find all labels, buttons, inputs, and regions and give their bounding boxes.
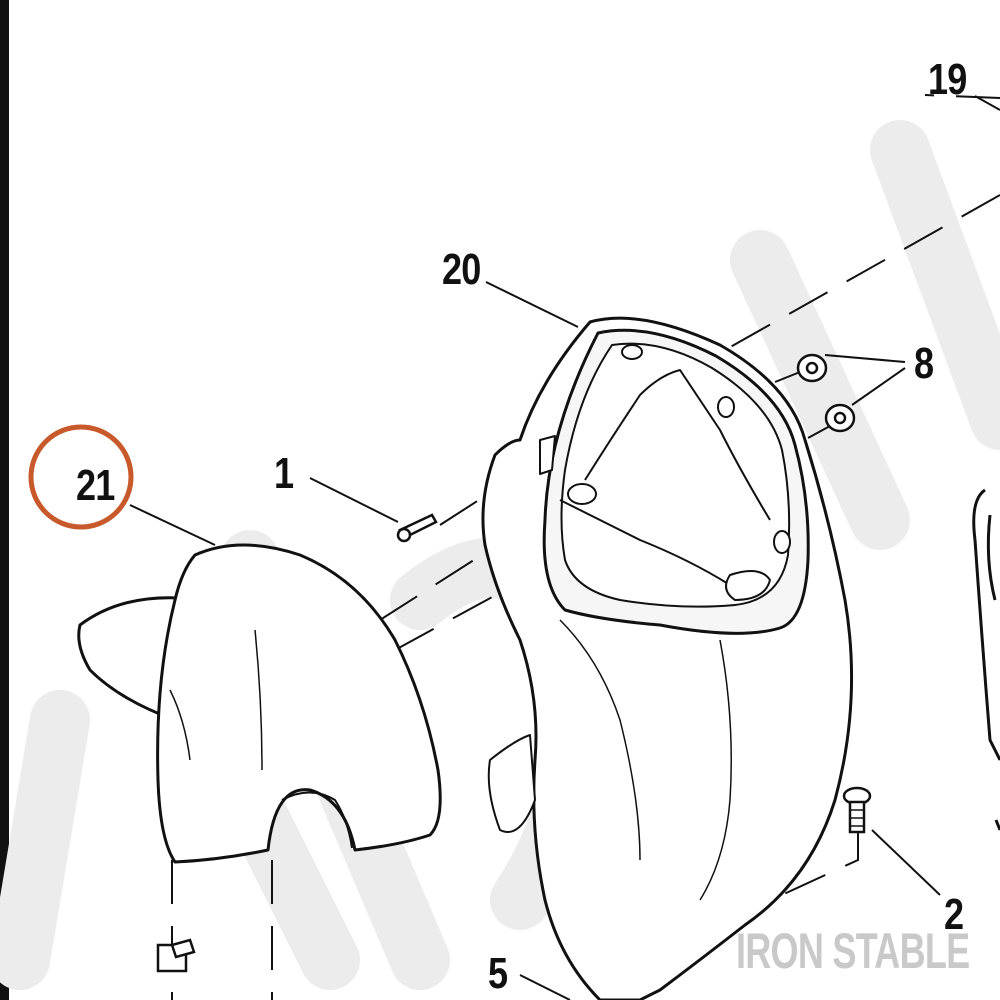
- callout-8: 8: [914, 339, 934, 388]
- callout-19: 19: [928, 55, 967, 104]
- part-21-cover: [77, 543, 442, 864]
- leader-lines: [129, 95, 1000, 1000]
- part-19-edge: [972, 488, 1000, 831]
- callout-21: 21: [76, 461, 115, 510]
- callout-1: 1: [274, 449, 294, 498]
- clip-fastener: [156, 938, 196, 973]
- highlight-circle: [28, 424, 134, 530]
- part-8-nuts: [796, 353, 856, 433]
- part-2-bolt: [842, 786, 872, 834]
- part-20-fairing: [481, 316, 854, 1000]
- brand-watermark: IRON STABLE: [736, 923, 970, 979]
- left-border: [0, 0, 9, 1000]
- callout-5: 5: [488, 949, 508, 998]
- callout-2: 2: [944, 890, 964, 939]
- callout-20: 20: [442, 245, 481, 294]
- part-1-screw: [396, 513, 438, 543]
